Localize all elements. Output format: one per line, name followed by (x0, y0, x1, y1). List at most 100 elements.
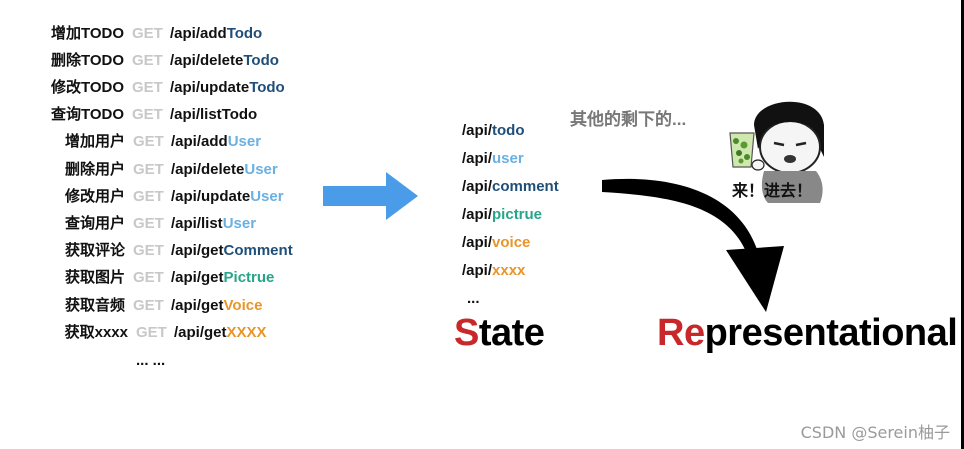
api-row-path-tail: Todo (243, 52, 279, 69)
state-rest: tate (478, 312, 545, 354)
api-row-path: /api/updateTodo (170, 75, 285, 101)
curved-arrow-icon (602, 178, 784, 312)
resource-base: /api/ (462, 262, 493, 279)
api-row-path: /api/addTodo (170, 21, 262, 47)
api-row: 修改TODO GET/api/updateTodo (0, 75, 320, 101)
api-row-path: /api/listUser (171, 211, 256, 237)
resource-item: /api/voice (462, 230, 530, 256)
api-row-label: 获取音频 (64, 297, 125, 314)
api-row: 获取音频 GET/api/getVoice (0, 293, 320, 319)
resource-item: /api/pictrue (462, 202, 542, 228)
api-row-method: GET (132, 25, 163, 42)
api-row-label: 查询TODO (50, 106, 124, 123)
api-row-method: GET (133, 269, 164, 286)
resource-base: /api/ (462, 206, 493, 223)
watermark: CSDN @Serein柚子 (800, 423, 950, 442)
api-row-path-tail: Voice (223, 297, 263, 314)
resource-item: /api/xxxx (462, 258, 525, 284)
state-accent: S (454, 312, 479, 354)
api-row-path-tail: User (227, 133, 262, 150)
resource-name: xxxx (492, 262, 526, 279)
resource-name: comment (492, 178, 559, 195)
resource-name: pictrue (492, 206, 543, 223)
api-row-path-tail: XXXX (226, 324, 267, 341)
api-row-label: 获取图片 (64, 269, 125, 286)
api-row-path-base: /api/get (171, 297, 224, 314)
more-ellipsis: ... ... (136, 352, 166, 369)
api-row-label: 获取xxxx (64, 324, 128, 341)
api-row: 查询TODO GET/api/listTodo (0, 102, 320, 128)
api-row-path-base: /api/add (171, 133, 228, 150)
api-row-path-base: /api/delete (170, 52, 244, 69)
api-row-path: /api/deleteUser (171, 157, 278, 183)
api-row-path-base: /api/list (171, 215, 223, 232)
representational-rest: presentational (704, 312, 958, 354)
api-row-path-base: /api/add (170, 25, 227, 42)
api-row-path: /api/listTodo (170, 102, 257, 128)
api-row-path-base: /api/get (174, 324, 227, 341)
api-row-path-base: /api/get (171, 269, 224, 286)
resource-base: /api/ (462, 150, 493, 167)
api-row-method: GET (136, 324, 167, 341)
resource-more-dots: ... (467, 290, 480, 307)
api-row-method: GET (133, 161, 164, 178)
api-row-path-tail: User (250, 188, 284, 205)
resource-name: voice (492, 234, 531, 251)
api-row-label: 增加用户 (64, 133, 125, 150)
api-row-method: GET (133, 133, 164, 150)
api-row-method: GET (133, 215, 164, 232)
meme-face-icon (729, 101, 824, 203)
api-row-path: /api/getVoice (171, 293, 262, 319)
api-row-label: 删除用户 (64, 161, 125, 178)
resource-base: /api/ (462, 234, 493, 251)
resource-item: /api/user (462, 146, 524, 172)
api-row-path-base: /api/get (171, 242, 224, 259)
api-row-path-base: /api/update (170, 79, 250, 96)
api-row: 增加用户 GET/api/addUser (0, 129, 320, 155)
api-row-path: /api/getXXXX (174, 320, 267, 346)
resource-name: user (492, 150, 524, 167)
api-row: 获取xxxx GET/api/getXXXX (0, 320, 320, 346)
right-arrow-icon (323, 172, 418, 220)
api-row-method: GET (133, 297, 164, 314)
api-row-path-base: /api/listTodo (170, 106, 258, 123)
api-row-method: GET (132, 52, 163, 69)
api-row: 删除用户 GET/api/deleteUser (0, 157, 320, 183)
api-row: 获取图片 GET/api/getPictrue (0, 265, 320, 291)
api-row-label: 修改TODO (50, 79, 124, 96)
api-row-path: /api/getPictrue (171, 265, 274, 291)
api-row-path-tail: Comment (223, 242, 293, 259)
api-row: 增加TODO GET/api/addTodo (0, 21, 320, 47)
api-row: 查询用户 GET/api/listUser (0, 211, 320, 237)
api-row: 修改用户 GET/api/updateUser (0, 184, 320, 210)
api-row-path-tail: Todo (249, 79, 285, 96)
api-row-method: GET (132, 79, 163, 96)
api-row-label: 修改用户 (64, 188, 125, 205)
representational-word: Representational (657, 312, 958, 355)
api-row-method: GET (133, 188, 164, 205)
api-row: 删除TODO GET/api/deleteTodo (0, 48, 320, 74)
api-row-path: /api/addUser (171, 129, 261, 155)
resource-item: /api/todo (462, 118, 525, 144)
resource-base: /api/ (462, 122, 493, 139)
api-row-method: GET (132, 106, 163, 123)
api-row-path-tail: Pictrue (223, 269, 275, 286)
api-row-label: 获取评论 (64, 242, 125, 259)
api-row-label: 删除TODO (50, 52, 124, 69)
remaining-text: 其他的剩下的... (570, 110, 687, 129)
api-row-path-base: /api/delete (171, 161, 245, 178)
api-row-path-base: /api/update (171, 188, 251, 205)
resource-base: /api/ (462, 178, 493, 195)
api-row-path-tail: Todo (226, 25, 263, 42)
api-row-path-tail: User (222, 215, 257, 232)
api-row-label: 查询用户 (64, 215, 125, 232)
api-row-path: /api/deleteTodo (170, 48, 279, 74)
api-row-label: 增加TODO (50, 25, 124, 42)
api-row-path: /api/getComment (171, 238, 293, 264)
api-row-path-tail: User (244, 161, 278, 178)
right-border (961, 0, 964, 449)
state-word: State (454, 312, 545, 355)
meme-caption: 来！进去！ (732, 183, 813, 200)
